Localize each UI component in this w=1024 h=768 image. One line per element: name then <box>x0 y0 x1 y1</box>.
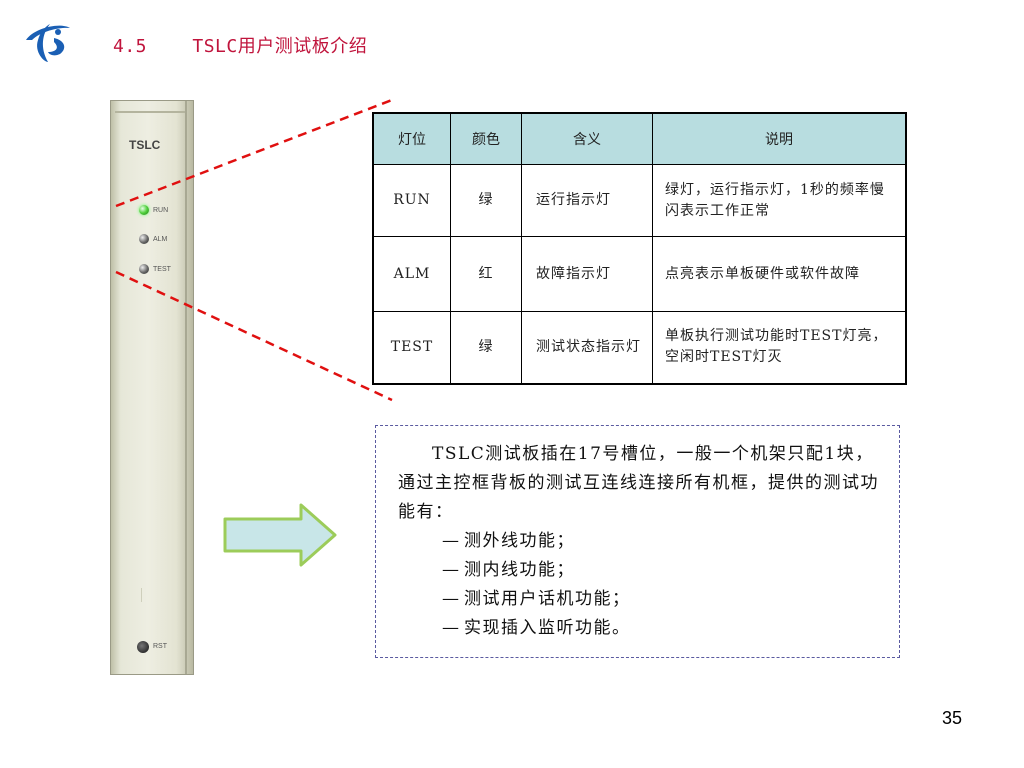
cell-position: RUN <box>372 164 451 237</box>
section-number: 4.5 <box>113 36 148 57</box>
china-telecom-logo <box>26 24 70 62</box>
list-item: —测外线功能； <box>442 527 879 556</box>
dash-bullet: — <box>442 560 461 580</box>
run-led-label: RUN <box>153 207 169 214</box>
test-function-box: TSLC测试板插在17号槽位，一般一个机架只配1块，通过主控框背板的测试互连线连… <box>375 425 900 658</box>
feature-list: —测外线功能； —测内线功能； —测试用户话机功能； —实现插入监听功能。 <box>398 527 879 643</box>
test-led-label: TEST <box>153 266 171 273</box>
cell-color: 绿 <box>450 311 522 384</box>
board-edge <box>185 101 187 674</box>
feature-text: 测试用户话机功能； <box>464 589 631 609</box>
title-text: TSLC用户测试板介绍 <box>192 36 368 57</box>
slide-title: 4.5 TSLC用户测试板介绍 <box>113 32 367 58</box>
dash-bullet: — <box>442 589 461 609</box>
board-mark <box>141 588 146 602</box>
header-color: 颜色 <box>450 112 522 165</box>
table-header-row: 灯位 颜色 含义 说明 <box>372 112 907 165</box>
cell-position: ALM <box>372 236 451 312</box>
table-row: TEST 绿 测试状态指示灯 单板执行测试功能时TEST灯亮，空闲时TEST灯灭 <box>372 311 907 384</box>
cell-meaning: 运行指示灯 <box>521 164 653 237</box>
right-arrow-icon <box>223 503 337 567</box>
cell-description: 单板执行测试功能时TEST灯亮，空闲时TEST灯灭 <box>652 311 907 384</box>
alm-led-label: ALM <box>153 236 168 243</box>
cell-color: 红 <box>450 236 522 312</box>
dash-bullet: — <box>442 531 461 551</box>
reset-hole-icon <box>137 641 149 653</box>
header-description: 说明 <box>652 112 907 165</box>
cell-position: TEST <box>372 311 451 384</box>
table-row: ALM 红 故障指示灯 点亮表示单板硬件或软件故障 <box>372 236 907 312</box>
cell-description: 绿灯，运行指示灯，1秒的频率慢闪表示工作正常 <box>652 164 907 237</box>
cell-meaning: 故障指示灯 <box>521 236 653 312</box>
tslc-board-image: TSLC RUN ALM TEST RST <box>110 100 194 675</box>
list-item: —测试用户话机功能； <box>442 585 879 614</box>
board-name-label: TSLC <box>129 138 161 152</box>
header-position: 灯位 <box>372 112 451 165</box>
test-led-icon <box>139 264 149 274</box>
callout-line-top <box>115 98 393 208</box>
header-meaning: 含义 <box>521 112 653 165</box>
list-item: —实现插入监听功能。 <box>442 614 879 643</box>
info-intro: TSLC测试板插在17号槽位，一般一个机架只配1块，通过主控框背板的测试互连线连… <box>398 444 879 522</box>
board-top-line <box>115 111 185 113</box>
reset-label: RST <box>153 643 167 650</box>
cell-color: 绿 <box>450 164 522 237</box>
run-led-icon <box>139 205 149 215</box>
dash-bullet: — <box>442 618 461 638</box>
page-number: 35 <box>941 708 962 728</box>
feature-text: 测内线功能； <box>464 560 575 580</box>
table-row: RUN 绿 运行指示灯 绿灯，运行指示灯，1秒的频率慢闪表示工作正常 <box>372 164 907 237</box>
cell-description: 点亮表示单板硬件或软件故障 <box>652 236 907 312</box>
feature-text: 实现插入监听功能。 <box>464 618 631 638</box>
callout-line-bottom <box>115 270 393 402</box>
list-item: —测内线功能； <box>442 556 879 585</box>
cell-meaning: 测试状态指示灯 <box>521 311 653 384</box>
led-table: 灯位 颜色 含义 说明 RUN 绿 运行指示灯 绿灯，运行指示灯，1秒的频率慢闪… <box>372 112 907 385</box>
alm-led-icon <box>139 234 149 244</box>
feature-text: 测外线功能； <box>464 531 575 551</box>
